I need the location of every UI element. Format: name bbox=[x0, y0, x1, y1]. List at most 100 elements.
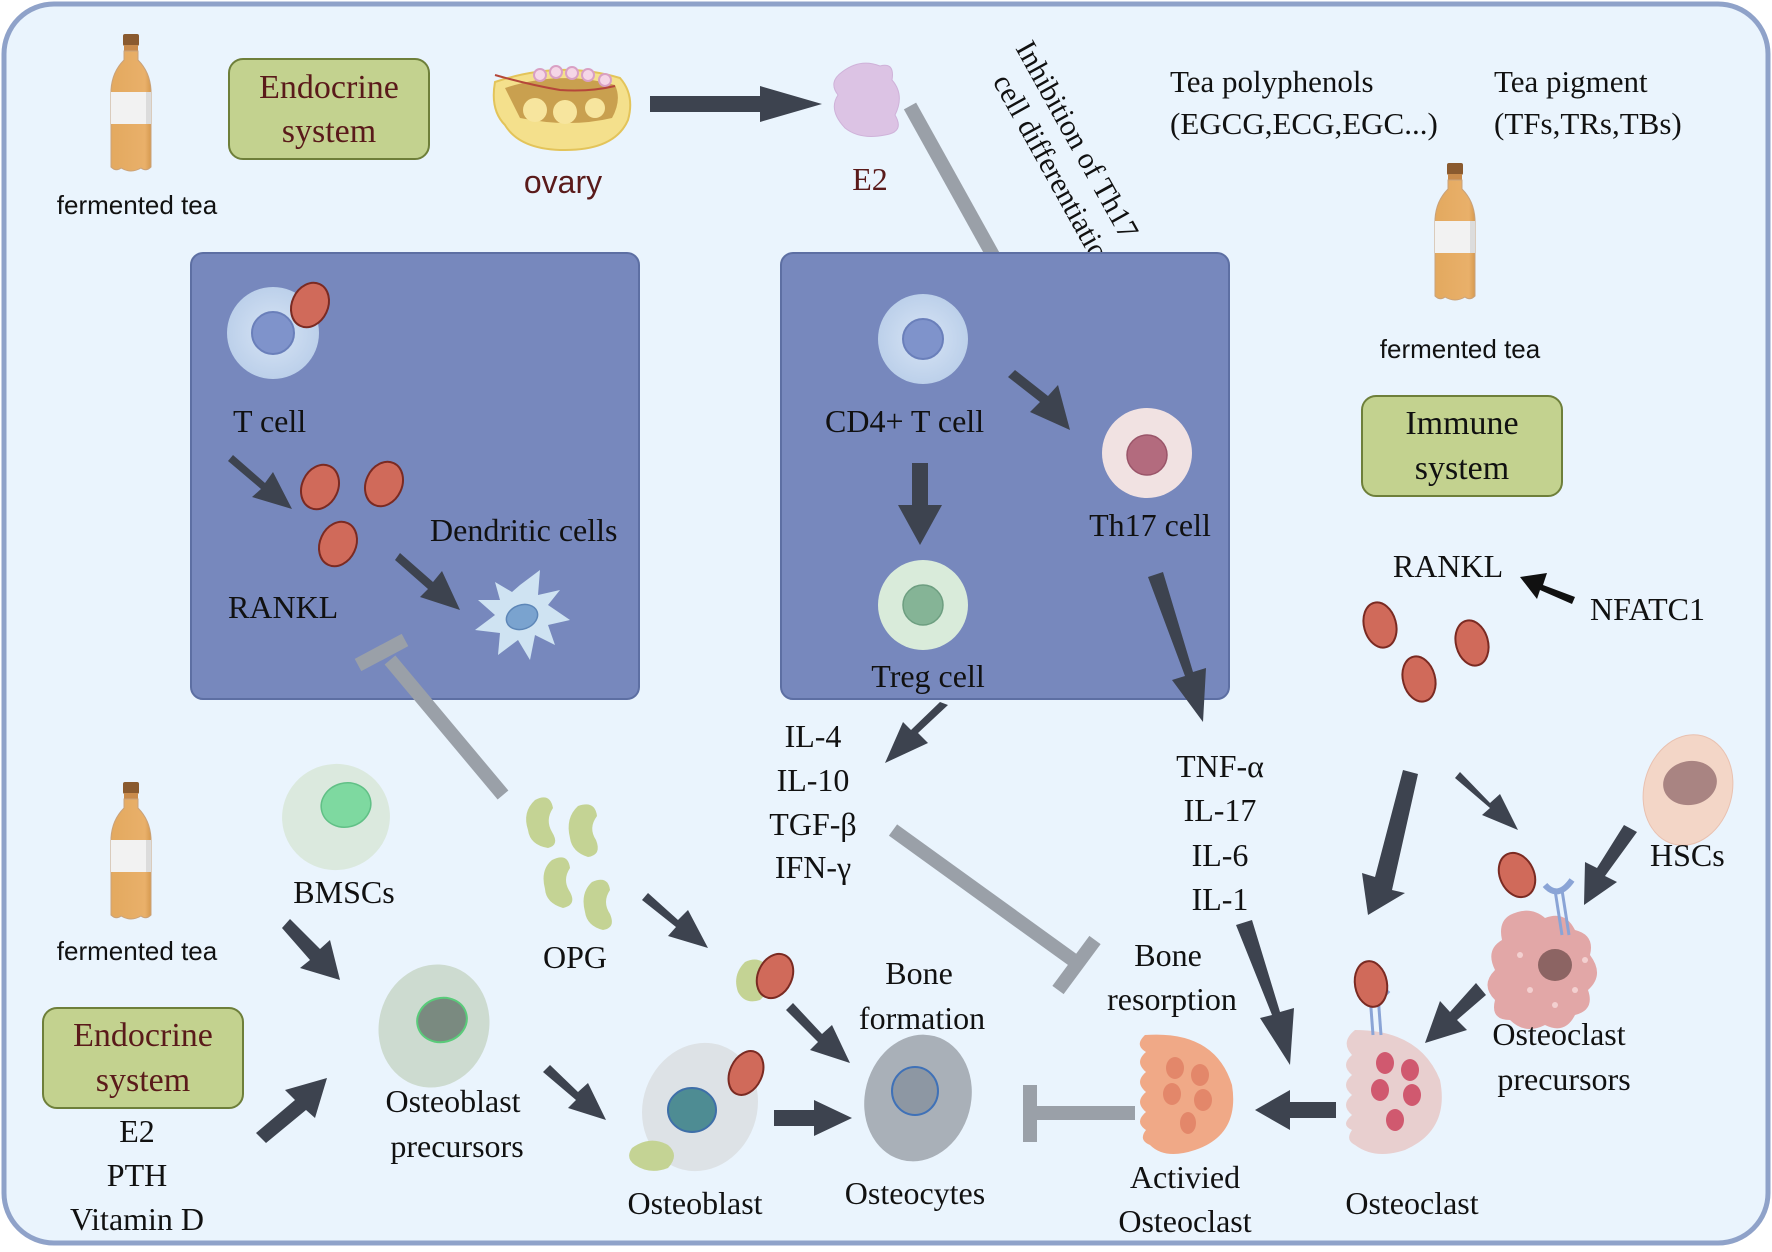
arrow-nfatc1-to-rankl bbox=[1520, 573, 1575, 604]
dendritic-cells-label: Dendritic cells bbox=[430, 512, 617, 548]
immune-system-box: Immune system bbox=[1361, 395, 1563, 497]
bone-resorption-line1: Bone bbox=[1134, 937, 1202, 973]
osteoblast-label: Osteoblast bbox=[627, 1185, 762, 1221]
rankl-ligand-icon bbox=[290, 281, 330, 329]
osteoclast-label: Osteoclast bbox=[1345, 1185, 1478, 1221]
arrow-rankl-to-osteoclast-precursors bbox=[1455, 772, 1518, 830]
inhibit-cytokines-to-bone-resorption bbox=[888, 824, 1101, 995]
inhibit-osteoclast-to-osteocytes bbox=[1023, 1085, 1135, 1142]
dendritic-cell-icon bbox=[475, 570, 570, 660]
endocrine-factor-label: Vitamin D bbox=[70, 1201, 204, 1237]
opg-label: OPG bbox=[543, 939, 607, 975]
endocrine-system-top-line1: Endocrine bbox=[259, 69, 399, 106]
osteoclast-precursor-icon bbox=[1487, 878, 1598, 1029]
cytokine-label: IL-4 bbox=[785, 718, 842, 754]
rankl-ligand-icon bbox=[1401, 655, 1437, 703]
anti-inflammatory-cytokines: IL-4 IL-10 TGF-β IFN-γ bbox=[769, 718, 856, 885]
arrow-rankl-to-osteoclast bbox=[1362, 770, 1418, 915]
arrow-cd4-to-treg bbox=[898, 463, 942, 545]
estrogen-molecule-icon bbox=[833, 62, 900, 137]
tea-pigment-line2: (TFs,TRs,TBs) bbox=[1494, 106, 1682, 141]
nfatc1-label: NFATC1 bbox=[1590, 591, 1705, 627]
rankl-ligand-icon bbox=[1454, 619, 1490, 667]
opg-rankl-complex-icon bbox=[736, 952, 795, 1002]
th17-cell-label: Th17 cell bbox=[1089, 507, 1211, 543]
cd4-t-cell-label: CD4+ T cell bbox=[825, 403, 984, 439]
endocrine-system-box-bottom: Endocrine system bbox=[42, 1007, 244, 1109]
immune-system-line1: Immune bbox=[1405, 405, 1518, 442]
arrow-cd4-to-th17 bbox=[1008, 370, 1070, 430]
arrow-cytokines-to-osteoclast bbox=[1236, 920, 1294, 1065]
arrow-precursors-to-osteoblast bbox=[543, 1065, 606, 1120]
rankl-ligand-icon bbox=[1362, 601, 1398, 649]
actived-osteoclast-line1: Activied bbox=[1130, 1159, 1240, 1195]
cytokine-label: IL-10 bbox=[777, 762, 850, 798]
osteocyte-icon bbox=[864, 1034, 972, 1162]
arrow-osteoblast-to-osteocytes bbox=[774, 1100, 852, 1136]
endocrine-system-top-line2: system bbox=[282, 113, 376, 150]
bmscs-label: BMSCs bbox=[293, 874, 394, 910]
arrow-precursors-to-osteoclast bbox=[1425, 983, 1486, 1043]
osteocytes-label: Osteocytes bbox=[845, 1175, 985, 1211]
arrow-rankl-to-dendritic bbox=[395, 553, 460, 610]
endocrine-system-bottom-line1: Endocrine bbox=[73, 1017, 213, 1054]
bmsc-cell-icon bbox=[282, 763, 390, 871]
rankl-ligand-icon bbox=[300, 463, 340, 511]
hsc-cell-icon bbox=[1642, 734, 1734, 846]
arrow-endocrine-to-osteoblast-precursors bbox=[256, 1078, 327, 1143]
cytokine-label: TNF-α bbox=[1176, 748, 1264, 784]
osteoblast-precursors-line2: precursors bbox=[390, 1128, 523, 1164]
arrow-ovary-to-e2 bbox=[650, 86, 822, 122]
actived-osteoclast-icon bbox=[1139, 1034, 1234, 1154]
treg-cell-label: Treg cell bbox=[871, 658, 985, 694]
rankl-ligand-icon bbox=[1497, 851, 1537, 899]
endocrine-system-bottom-line2: system bbox=[96, 1062, 190, 1099]
bone-resorption-line2: resorption bbox=[1107, 981, 1237, 1017]
rankl-label-right: RANKL bbox=[1393, 548, 1503, 584]
arrow-osteoclast-to-actived bbox=[1255, 1090, 1336, 1130]
actived-osteoclast-line2: Osteoclast bbox=[1118, 1203, 1251, 1239]
arrow-hscs-to-precursors bbox=[1584, 825, 1637, 905]
pro-inflammatory-cytokines: TNF-α IL-17 IL-6 IL-1 bbox=[1176, 748, 1264, 917]
hscs-label: HSCs bbox=[1650, 837, 1725, 873]
opg-protein-icon bbox=[526, 797, 612, 930]
cytokine-label: TGF-β bbox=[769, 806, 856, 842]
arrow-treg-to-cytokines bbox=[885, 702, 948, 763]
cd4-t-cell-icon bbox=[878, 294, 968, 384]
fermented-tea-label-top-left: fermented tea bbox=[57, 190, 218, 220]
tea-polyphenols-line1: Tea polyphenols bbox=[1170, 64, 1374, 99]
rankl-ligand-icon bbox=[364, 460, 404, 508]
tea-pigment-line1: Tea pigment bbox=[1494, 64, 1648, 99]
cytokine-label: IL-1 bbox=[1192, 881, 1249, 917]
arrow-complex-to-osteocytes bbox=[786, 1003, 850, 1063]
endocrine-system-box-top: Endocrine system bbox=[228, 58, 430, 160]
rankl-label-left: RANKL bbox=[228, 589, 338, 625]
rankl-ligand-icon bbox=[318, 520, 358, 568]
rankl-ligand-icon bbox=[727, 1050, 765, 1096]
inhibit-opg-to-dendritic bbox=[354, 633, 509, 800]
t-cell-label: T cell bbox=[233, 403, 306, 439]
osteoclast-precursors-line1: Osteoclast bbox=[1492, 1016, 1625, 1052]
osteoblast-precursor-icon bbox=[378, 964, 490, 1088]
endocrine-factor-label: E2 bbox=[119, 1113, 155, 1149]
ovary-icon bbox=[492, 65, 632, 152]
fermented-tea-label-bottom-left: fermented tea bbox=[57, 936, 218, 966]
tea-polyphenols-line2: (EGCG,ECG,EGC...) bbox=[1170, 106, 1438, 141]
cytokine-label: IFN-γ bbox=[775, 849, 851, 885]
rankl-ligand-icon bbox=[1353, 960, 1389, 1008]
bone-formation-line1: Bone bbox=[885, 955, 953, 991]
ovary-label: ovary bbox=[524, 164, 602, 200]
bone-formation-line2: formation bbox=[859, 1000, 985, 1036]
osteoblast-precursors-line1: Osteoblast bbox=[385, 1083, 520, 1119]
e2-label-top: E2 bbox=[852, 161, 888, 197]
th17-cell-icon bbox=[1102, 408, 1192, 498]
treg-cell-icon bbox=[878, 560, 968, 650]
arrow-bmscs-to-precursors bbox=[282, 919, 340, 980]
arrow-tcell-to-rankl bbox=[228, 455, 292, 509]
cytokine-label: IL-17 bbox=[1184, 792, 1257, 828]
osteoclast-icon bbox=[1346, 987, 1442, 1154]
immune-system-line2: system bbox=[1415, 450, 1509, 487]
arrow-opg-to-rankl-complex bbox=[642, 893, 708, 948]
